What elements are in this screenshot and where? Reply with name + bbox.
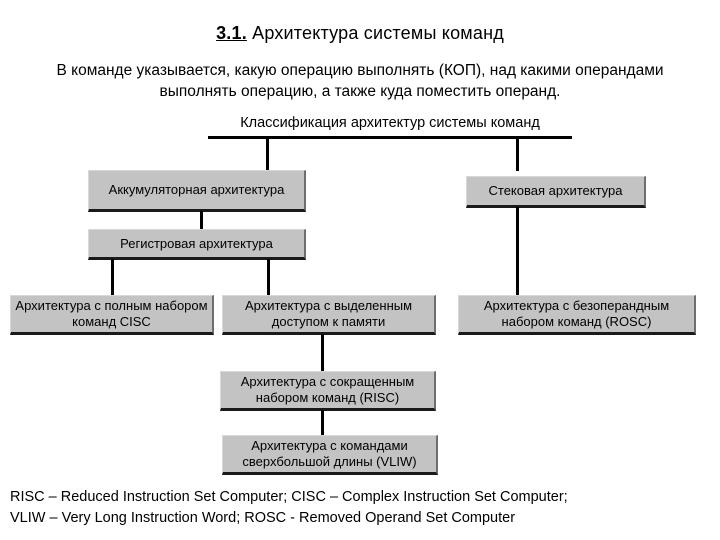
diagram-node-register: Регистровая архитектура <box>88 229 306 260</box>
connector-accumulator-to-register <box>200 211 203 231</box>
diagram-node-stack: Стековая архитектура <box>466 176 646 208</box>
abbreviation-legend: RISC – Reduced Instruction Set Computer;… <box>10 487 716 529</box>
connector-root-to-stack <box>516 136 519 171</box>
diagram-node-rosc: Архитектура с безоперандным набором кома… <box>458 295 696 335</box>
legend-line-2: VLIW – Very Long Instruction Word; ROSC … <box>10 510 516 526</box>
page-subtitle: В команде указывается, какую операцию вы… <box>56 62 664 100</box>
page-title: 3.1. Архитектура системы команд <box>0 22 720 44</box>
page-title-text: Архитектура системы команд <box>246 23 504 43</box>
connector-memory-access-to-risc <box>321 334 324 372</box>
connector-risc-to-vliw <box>321 410 324 436</box>
connector-register-to-cisc <box>111 259 114 296</box>
connector-stack-to-rosc <box>516 207 519 296</box>
connector-root-horizontal <box>208 136 572 139</box>
diagram-node-vliw: Архитектура с командами сверхбольшой дли… <box>222 435 438 475</box>
connector-root-to-accumulator <box>266 136 269 171</box>
page-title-number: 3.1. <box>216 23 247 43</box>
diagram-node-cisc: Архитектура с полным набором команд CISC <box>10 295 214 335</box>
diagram-node-memory-access: Архитектура с выделенным доступом к памя… <box>222 295 436 335</box>
diagram-node-root: Классификация архитектур системы команд <box>240 115 540 131</box>
diagram-node-accumulator: Аккумуляторная архитектура <box>88 170 306 212</box>
legend-line-1: RISC – Reduced Instruction Set Computer;… <box>10 489 568 505</box>
diagram-node-risc: Архитектура с сокращенным набором команд… <box>220 371 436 411</box>
connector-register-to-memory-access <box>267 259 270 296</box>
